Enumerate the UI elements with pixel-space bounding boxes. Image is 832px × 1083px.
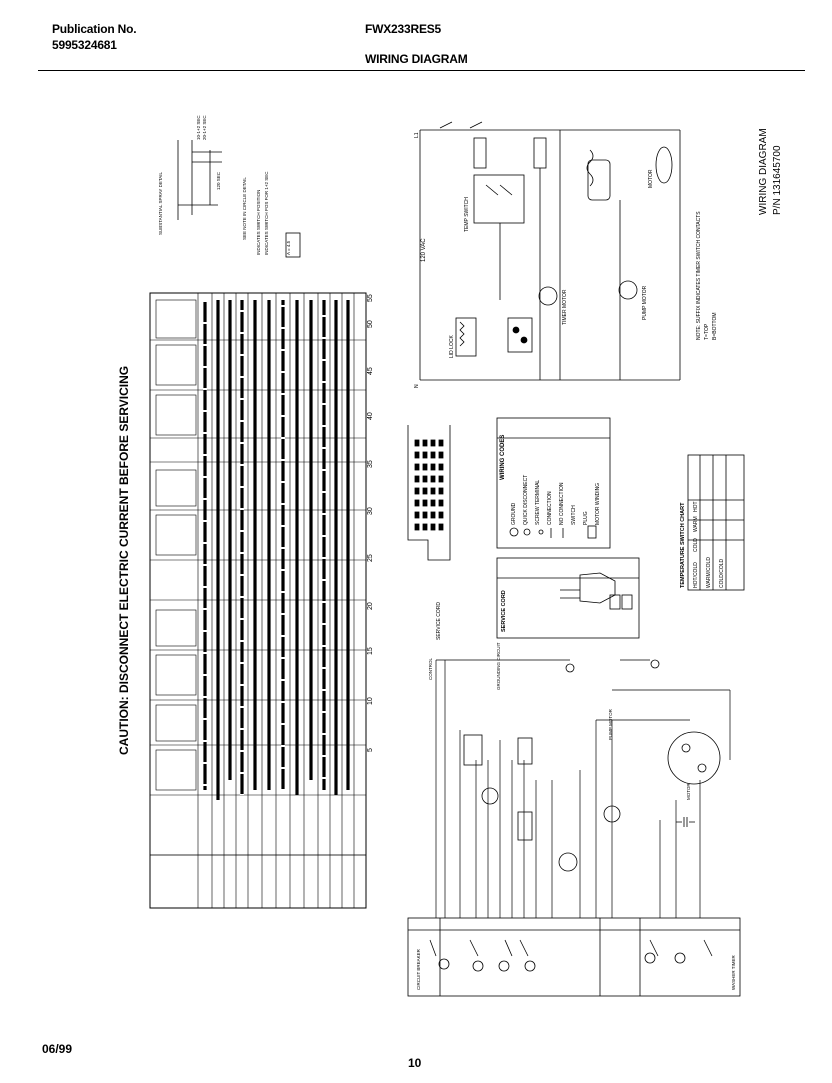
chart-tick-label: 10 [367, 697, 374, 705]
svg-text:WIRING CODES: WIRING CODES [500, 435, 506, 480]
footer-page-number: 10 [408, 1056, 422, 1070]
svg-text:NOTE: SUFFIX INDICATES TIMER S: NOTE: SUFFIX INDICATES TIMER SWITCH CONT… [696, 211, 702, 340]
temp-switch-label: TEMP SWITCH [464, 197, 470, 232]
lower-schematic-labels: CONTROL GROUNDING CIRCUIT PUMP MOTOR MOT… [416, 642, 736, 990]
svg-text:SERVICE CORD: SERVICE CORD [501, 590, 507, 632]
svg-text:T=TOP: T=TOP [704, 323, 710, 340]
chart-tick-label: 40 [367, 412, 374, 420]
diagram-title: WIRING DIAGRAM [758, 128, 769, 215]
timer-motor-label: TIMER MOTOR [562, 289, 568, 325]
header-rule [38, 70, 805, 71]
timer-chart [149, 292, 367, 909]
temp-chart-row-label: HOT/COLD [693, 562, 699, 588]
motor-label: MOTOR [648, 169, 654, 188]
svg-text:CIRCUIT BREAKER: CIRCUIT BREAKER [416, 948, 421, 990]
service-cord-labels: SERVICE CORD SERVICE CORD [436, 590, 507, 640]
temp-chart-header: COLD [693, 538, 699, 552]
svg-text:SUBSTANTIAL SPRAY DETAIL: SUBSTANTIAL SPRAY DETAIL [158, 171, 163, 235]
caution-text: CAUTION: DISCONNECT ELECTRIC CURRENT BEF… [117, 366, 131, 755]
svg-text:SEE NOTE IN CIRCLE DETAIL: SEE NOTE IN CIRCLE DETAIL [242, 177, 247, 240]
publication-number: 5995324681 [52, 38, 117, 52]
wiring-codes-labels: WIRING CODES GROUND QUICK DISCONNECT SCR… [500, 435, 601, 525]
svg-text:TEMPERATURE SWITCH CHART: TEMPERATURE SWITCH CHART [680, 502, 686, 588]
wiring-code-item: CONNECTION [547, 491, 553, 525]
chart-tick-label: 15 [367, 647, 374, 655]
svg-text:10-1+2 SEC: 10-1+2 SEC [196, 115, 201, 140]
svg-text:120 SEC: 120 SEC [216, 171, 221, 190]
svg-text:A = 4.5: A = 4.5 [286, 240, 291, 255]
chart-tick-label: 5 [367, 748, 374, 752]
temp-chart-labels: TEMPERATURE SWITCH CHART HOT/COLD WARM/C… [680, 501, 725, 588]
footer-date: 06/99 [42, 1042, 73, 1056]
svg-text:SERVICE CORD: SERVICE CORD [436, 602, 442, 640]
spray-detail-labels: SUBSTANTIAL SPRAY DETAIL 10-1+2 SEC 20-1… [158, 115, 291, 255]
svg-text:120 VAC: 120 VAC [421, 238, 427, 262]
svg-text:B=BOTTOM: B=BOTTOM [712, 312, 718, 340]
chart-tick-label: 35 [367, 460, 374, 468]
svg-text:20-1+2 SEC: 20-1+2 SEC [202, 115, 207, 140]
temp-chart-row-label: WARM/COLD [706, 557, 712, 588]
chart-tick-label: 45 [367, 367, 374, 375]
upper-schematic-labels: 120 VAC TIMER MOTOR PUMP MOTOR LID LOCK … [414, 132, 718, 388]
svg-text:WASHER TIMER: WASHER TIMER [731, 954, 736, 990]
temp-chart [687, 454, 745, 591]
svg-text:INDICATES SWITCH POSITION: INDICATES SWITCH POSITION [256, 190, 261, 255]
lower-schematic [407, 659, 741, 997]
pump-motor-label: PUMP MOTOR [642, 285, 648, 320]
wiring-code-item: PLUG [583, 511, 589, 525]
chart-tick-label: 20 [367, 602, 374, 610]
temp-chart-header: WARM [693, 516, 699, 532]
connector-block [407, 425, 451, 561]
spray-detail [177, 140, 301, 258]
chart-tick-label: 30 [367, 507, 374, 515]
chart-tick-label: 25 [367, 554, 374, 562]
wiring-code-item: GROUND [511, 502, 517, 525]
wiring-code-item: SCREW TERMINAL [535, 480, 541, 525]
wiring-code-item: MOTOR WINDING [595, 483, 601, 525]
wiring-codes-box [496, 417, 611, 549]
diagram-part-number: P/N 131645700 [772, 145, 783, 215]
chart-tick-labels: 5 10 15 20 25 30 35 40 45 50 55 [367, 294, 374, 752]
temp-chart-row-label: COLD/COLD [719, 558, 725, 588]
chart-tick-label: 55 [367, 294, 374, 302]
lid-lock-label: LID LOCK [449, 335, 455, 358]
model-number: FWX233RES5 [365, 22, 442, 36]
page-title: WIRING DIAGRAM [365, 52, 468, 66]
wiring-code-item: SWITCH [571, 505, 577, 525]
upper-schematic [419, 121, 681, 381]
svg-text:L1: L1 [414, 132, 420, 138]
wiring-code-item: QUICK DISCONNECT [523, 475, 529, 525]
svg-text:PUMP MOTOR: PUMP MOTOR [608, 708, 613, 740]
svg-text:N: N [414, 384, 420, 388]
chart-tick-label: 50 [367, 320, 374, 328]
svg-text:MOTOR: MOTOR [686, 783, 691, 800]
service-cord-box [496, 557, 640, 639]
temp-chart-header: HOT [693, 501, 699, 512]
cycle-number-grid [149, 854, 367, 909]
wiring-code-item: NO CONNECTION [559, 482, 565, 525]
publication-label: Publication No. [52, 22, 137, 36]
svg-text:CONTROL: CONTROL [428, 658, 433, 680]
svg-text:INDICATES SWITCH POS FOR 1+2 S: INDICATES SWITCH POS FOR 1+2 SEC [264, 171, 269, 255]
svg-text:GROUNDING CIRCUIT: GROUNDING CIRCUIT [496, 642, 501, 690]
